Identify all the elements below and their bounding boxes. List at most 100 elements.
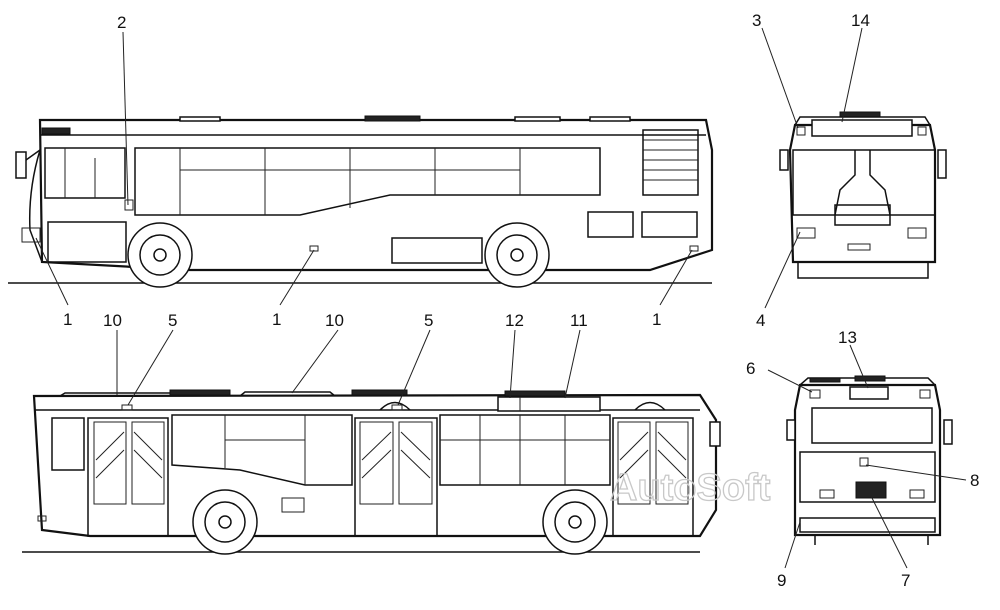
- wheel-arch: [192, 489, 258, 555]
- callout-1: 1: [272, 310, 281, 329]
- route-sign: [849, 386, 889, 400]
- side-marker-light: [689, 245, 699, 252]
- leader-9: [784, 521, 801, 569]
- callout-4: 4: [756, 311, 765, 330]
- marker-light: [917, 126, 927, 136]
- headlight: [796, 227, 816, 239]
- door-middle: [354, 417, 438, 537]
- battery-hatch: [391, 237, 483, 264]
- watermark: AutoSoft: [610, 467, 771, 509]
- roof-hatch: [351, 389, 408, 396]
- door-frame: [612, 417, 694, 537]
- door-actuator: [634, 401, 666, 411]
- door-rear: [612, 417, 694, 537]
- bus-right-side-view: [22, 389, 721, 555]
- bus-left-side-view: [8, 115, 714, 288]
- mirror: [786, 419, 796, 441]
- door-handrails: [361, 431, 431, 479]
- luggage-hatch: [47, 221, 127, 263]
- roof-hatch: [179, 116, 221, 122]
- roof-hatch: [364, 115, 421, 122]
- tail-light: [909, 489, 925, 499]
- bus-rear-view: [786, 375, 953, 545]
- roof-edge: [794, 116, 931, 126]
- callout-leaders: [35, 27, 967, 569]
- callout-8: 8: [970, 471, 979, 490]
- callout-13: 13: [838, 328, 857, 347]
- front-outline: [788, 123, 937, 264]
- door-frame: [87, 417, 169, 537]
- callout-5: 5: [424, 311, 433, 330]
- wheel: [554, 501, 596, 543]
- leader-13: [849, 344, 869, 389]
- roof-hatch: [809, 377, 841, 383]
- callout-14: 14: [851, 11, 870, 30]
- door-handrails: [619, 431, 687, 479]
- leader-12: [509, 329, 516, 399]
- door-leaf: [398, 421, 433, 505]
- plate-light: [859, 457, 869, 467]
- engine-door: [799, 451, 936, 503]
- leader-4: [764, 231, 801, 309]
- wheel-arch: [542, 489, 608, 555]
- rear-window: [51, 417, 85, 471]
- headlight: [907, 227, 927, 239]
- front-face: [28, 149, 43, 263]
- callout-9: 9: [777, 571, 786, 590]
- marker-light: [796, 126, 806, 136]
- callout-labels: 2 1 1 1 10 5 10 5 12 11 3 14 4 6 13 8 7 …: [63, 11, 979, 590]
- route-sign: [811, 119, 913, 137]
- callout-10: 10: [325, 311, 344, 330]
- bus-front-view: [779, 111, 947, 279]
- wheel-hub: [153, 248, 167, 262]
- window-band: [439, 414, 611, 486]
- mirror: [943, 419, 953, 445]
- door-leaf: [655, 421, 689, 505]
- door-actuator: [379, 401, 411, 411]
- wheel-hub: [568, 515, 582, 529]
- body-outline: [38, 118, 714, 272]
- body-outline: [32, 393, 718, 538]
- wheel: [139, 234, 181, 276]
- front-panel: [834, 204, 891, 226]
- bumper: [797, 261, 929, 279]
- wheel: [496, 234, 538, 276]
- wheel-arch: [127, 222, 193, 288]
- fuel-hatch: [281, 497, 305, 513]
- callout-5: 5: [168, 311, 177, 330]
- marker-light: [919, 389, 931, 399]
- door-front: [87, 417, 169, 537]
- callout-7: 7: [901, 571, 910, 590]
- door-frame: [354, 417, 438, 537]
- leader-8: [865, 464, 967, 481]
- callout-1: 1: [652, 310, 661, 329]
- leader-11: [564, 329, 581, 399]
- leader-5a: [127, 329, 174, 406]
- leader-3: [761, 27, 799, 129]
- leader-7: [869, 493, 908, 569]
- driver-window: [44, 147, 126, 199]
- marker-2: [124, 199, 134, 211]
- wheel-hub: [218, 515, 232, 529]
- service-hatch: [641, 211, 698, 238]
- route-sign: [497, 396, 601, 412]
- mirror: [709, 421, 721, 447]
- tail-light: [819, 489, 835, 499]
- callout-2: 2: [117, 13, 126, 32]
- door-leaf: [131, 421, 165, 505]
- window-band: [171, 414, 353, 486]
- leader-1b: [279, 249, 315, 306]
- route-sign: [41, 127, 71, 135]
- marker-light: [809, 389, 821, 399]
- roof-hatch: [589, 116, 631, 122]
- windshield: [792, 149, 936, 216]
- roof-hatch: [504, 390, 566, 397]
- window-band: [134, 147, 601, 216]
- leader-6: [767, 369, 813, 393]
- leader-14: [841, 27, 863, 123]
- plate-holder: [855, 481, 887, 499]
- leader-5b: [397, 329, 431, 406]
- callout-6: 6: [746, 359, 755, 378]
- callout-12: 12: [505, 311, 524, 330]
